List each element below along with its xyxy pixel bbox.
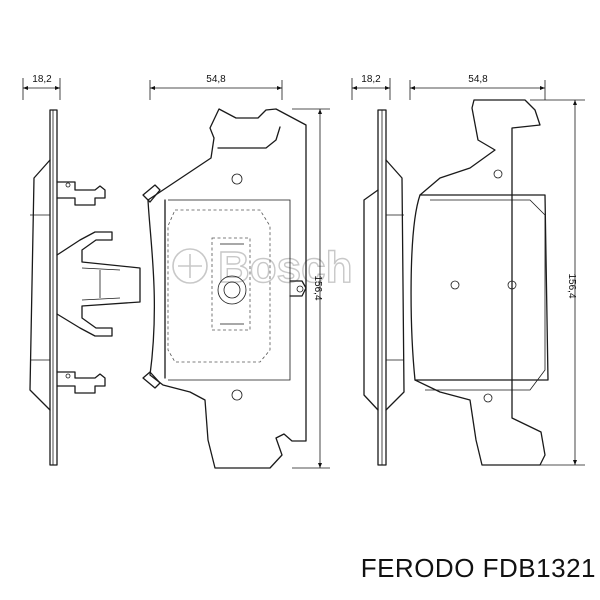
left-pad-front-view: [142, 108, 307, 469]
right-height-label: 156,4: [566, 273, 577, 298]
left-side-view: [29, 109, 141, 466]
right-thickness-label: 18,2: [361, 74, 381, 85]
right-height-dimension: 156,4: [530, 99, 585, 466]
watermark-text: Bosch: [218, 243, 352, 292]
left-width-label: 54,8: [206, 74, 226, 85]
right-pad-front-view: [410, 99, 549, 466]
bosch-watermark: Bosch: [172, 242, 353, 293]
left-width-dimension: 54,8: [149, 74, 283, 100]
left-thickness-dimension: 18,2: [22, 74, 61, 100]
right-width-label: 54,8: [468, 74, 488, 85]
left-height-dimension: 156,4: [292, 108, 330, 469]
right-thickness-dimension: 18,2: [351, 74, 391, 100]
left-thickness-label: 18,2: [32, 74, 52, 85]
part-caption: FERODO FDB1321: [360, 553, 596, 583]
left-height-label: 156,4: [312, 275, 323, 300]
right-side-view: [363, 109, 405, 466]
right-width-dimension: 54,8: [409, 74, 546, 100]
